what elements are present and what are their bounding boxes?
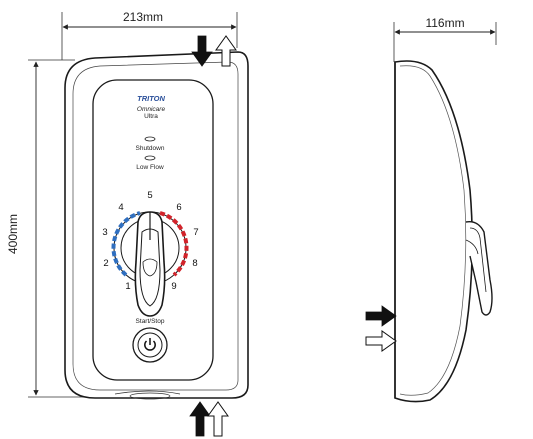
width-dimension: 213mm [61, 10, 238, 60]
dial-numbers: 1 2 3 4 5 6 7 8 9 [102, 190, 198, 292]
power-icon [144, 338, 156, 351]
shutdown-indicator-light [144, 136, 156, 142]
front-view: TRITON Omnicare Ultra Shutdown Low Flow … [64, 51, 249, 400]
low-flow-label: Low Flow [136, 164, 164, 171]
model-name: Omnicare [137, 106, 166, 113]
dial-number: 1 [125, 281, 130, 292]
dial-number: 6 [176, 202, 181, 213]
cold-arc [111, 211, 141, 277]
dial-number: 9 [171, 281, 176, 292]
model-subname: Ultra [144, 113, 158, 120]
water-outlet-arrow-icon [365, 330, 397, 352]
dial-number: 3 [102, 227, 107, 238]
side-casing-outline [394, 60, 474, 403]
hot-arc [159, 211, 189, 277]
dial-number: 5 [147, 190, 152, 201]
height-dimension: 400mm [6, 59, 110, 398]
side-view [394, 60, 493, 403]
water-inlet-arrow-icon [365, 305, 397, 327]
water-inlet-arrow-icon [189, 401, 211, 437]
shutdown-label: Shutdown [136, 145, 165, 152]
width-label: 213mm [123, 10, 163, 24]
low-flow-indicator-light [144, 155, 156, 161]
height-label: 400mm [6, 214, 20, 254]
water-inlet-arrow-icon [191, 35, 213, 67]
dial-number: 7 [193, 227, 198, 238]
dial-number: 4 [118, 202, 123, 213]
dial-number: 8 [192, 258, 197, 269]
brand-logo: TRITON [137, 94, 165, 103]
depth-dimension: 116mm [393, 16, 497, 62]
water-outlet-arrow-icon [207, 401, 229, 437]
dial-number: 2 [103, 258, 108, 269]
temperature-dial: 1 2 3 4 5 6 7 8 9 [102, 190, 199, 317]
start-stop-button[interactable] [132, 327, 168, 363]
side-lever-handle [465, 221, 493, 316]
start-stop-label: Start/Stop [136, 318, 165, 325]
water-outlet-arrow-icon [215, 35, 237, 67]
depth-label: 116mm [425, 16, 464, 30]
